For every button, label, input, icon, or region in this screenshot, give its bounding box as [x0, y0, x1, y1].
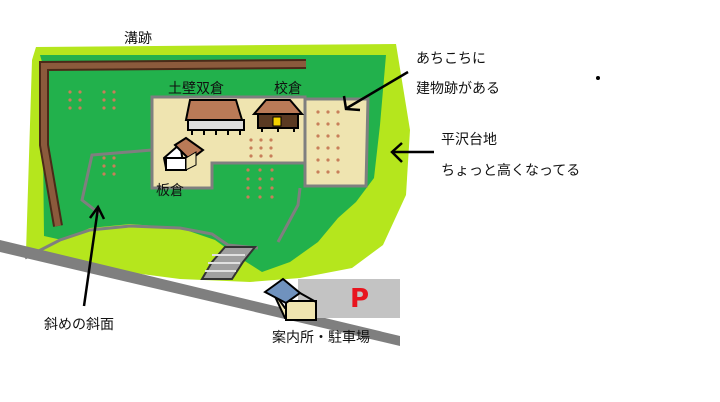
- building-area-right: [303, 97, 370, 188]
- storehouse-double-icon: [184, 99, 245, 135]
- ruin-dot: [112, 106, 116, 110]
- stray-dot: [596, 76, 600, 80]
- ruin-dot: [249, 154, 253, 158]
- ruin-dot: [112, 164, 116, 168]
- ruin-dot: [269, 154, 273, 158]
- ruin-dot: [269, 138, 273, 142]
- label-ditch: 溝跡: [124, 31, 152, 47]
- ruin-dot: [336, 110, 340, 114]
- ruin-dot: [112, 98, 116, 102]
- label-log-storehouse: 校倉: [274, 81, 302, 97]
- ruin-dot: [326, 146, 330, 150]
- ruin-dot: [102, 98, 106, 102]
- ruin-dot: [336, 146, 340, 150]
- arrow-to-ruins: [342, 70, 409, 112]
- ruin-dot: [78, 106, 82, 110]
- ruin-dot: [316, 158, 320, 162]
- ruin-dot: [270, 177, 274, 181]
- ruin-dot: [68, 106, 72, 110]
- ruin-dot: [102, 172, 106, 176]
- path-line: [276, 187, 302, 243]
- ruin-dot: [316, 122, 320, 126]
- ruin-dot: [78, 98, 82, 102]
- ruin-dot: [112, 156, 116, 160]
- ruin-dot: [258, 195, 262, 199]
- ruin-dot: [269, 146, 273, 150]
- label-plateau-line2: ちょっと高くなってる: [441, 163, 581, 179]
- ruin-dot: [68, 90, 72, 94]
- ruin-dots: [68, 90, 340, 199]
- ruin-dot: [246, 168, 250, 172]
- ruin-dot: [270, 186, 274, 190]
- ruin-dot: [326, 170, 330, 174]
- ruin-dot: [102, 156, 106, 160]
- ruin-dot: [316, 110, 320, 114]
- ruin-dot: [249, 146, 253, 150]
- ruin-dot: [259, 138, 263, 142]
- info-center-building: [263, 277, 317, 321]
- arrow-to-plateau: [390, 142, 434, 163]
- ruin-dot: [326, 158, 330, 162]
- ruin-dot: [102, 106, 106, 110]
- ruin-dot: [316, 146, 320, 150]
- ruin-dot: [112, 90, 116, 94]
- path-line: [24, 224, 259, 260]
- ruin-dot: [270, 195, 274, 199]
- ruin-dot: [336, 122, 340, 126]
- ruin-dot: [112, 172, 116, 176]
- label-note-line1: あちこちに: [416, 51, 486, 67]
- plank-storehouse-icon: [162, 136, 205, 171]
- ruin-dot: [336, 158, 340, 162]
- log-storehouse-icon: [251, 99, 305, 132]
- parking-sign: P: [350, 284, 370, 314]
- label-plateau-line1: 平沢台地: [441, 132, 497, 148]
- ruin-dot: [258, 186, 262, 190]
- ruin-dot: [68, 98, 72, 102]
- ruin-dot: [78, 90, 82, 94]
- ruin-dot: [336, 170, 340, 174]
- path-line: [80, 148, 153, 216]
- arrow-to-slope: [82, 204, 106, 307]
- label-note-line2: 建物跡がある: [416, 81, 500, 97]
- ruin-dot: [259, 146, 263, 150]
- ruin-dot: [259, 154, 263, 158]
- ruin-dot: [316, 134, 320, 138]
- ruin-dot: [102, 90, 106, 94]
- ruin-dot: [246, 195, 250, 199]
- label-slope: 斜めの斜面: [44, 317, 114, 333]
- ruin-dot: [316, 170, 320, 174]
- ruin-dot: [258, 177, 262, 181]
- ruin-dot: [246, 177, 250, 181]
- ruin-dot: [326, 122, 330, 126]
- label-info-parking: 案内所・駐車場: [272, 330, 370, 346]
- ditch-fill: [41, 61, 307, 227]
- ruin-dot: [336, 134, 340, 138]
- ruin-dot: [258, 168, 262, 172]
- ruin-dot: [246, 186, 250, 190]
- ruin-dot: [102, 164, 106, 168]
- ruin-dot: [270, 168, 274, 172]
- ruin-dot: [326, 110, 330, 114]
- ruin-dot: [249, 138, 253, 142]
- label-plank-storehouse: 板倉: [156, 183, 184, 199]
- stairs: [200, 246, 258, 280]
- label-storehouse-double: 土壁双倉: [168, 81, 224, 97]
- ruin-dot: [326, 134, 330, 138]
